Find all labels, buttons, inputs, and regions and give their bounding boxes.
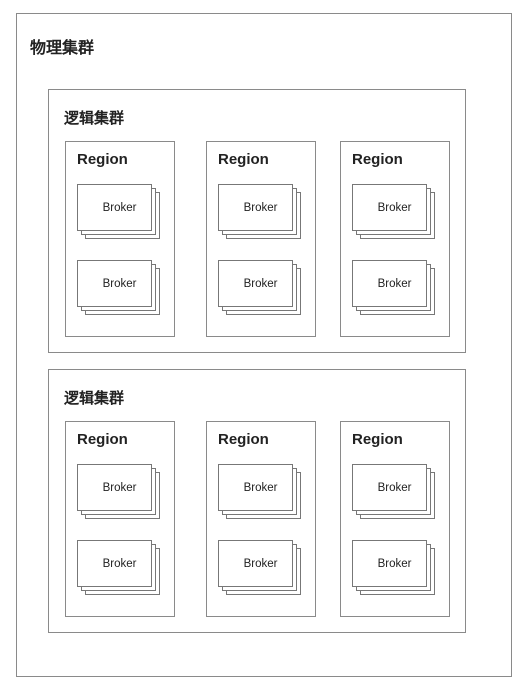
- broker-label: Broker: [377, 277, 412, 290]
- region-title: Region: [77, 151, 128, 168]
- broker-label: Broker: [102, 277, 137, 290]
- broker-label: Broker: [102, 557, 137, 570]
- broker-card: Broker: [77, 184, 152, 231]
- broker-stack: Broker: [352, 464, 440, 526]
- physical-cluster-title: 物理集群: [30, 38, 95, 57]
- broker-label: Broker: [243, 277, 278, 290]
- broker-label: Broker: [377, 557, 412, 570]
- broker-label: Broker: [243, 201, 278, 214]
- broker-stack: Broker: [77, 260, 165, 322]
- region-title: Region: [352, 431, 403, 448]
- broker-card: Broker: [77, 260, 152, 307]
- region-title: Region: [218, 151, 269, 168]
- broker-label: Broker: [102, 481, 137, 494]
- broker-stack: Broker: [218, 540, 306, 602]
- broker-label: Broker: [243, 481, 278, 494]
- broker-label: Broker: [243, 557, 278, 570]
- broker-stack: Broker: [218, 184, 306, 246]
- broker-stack: Broker: [77, 184, 165, 246]
- broker-card: Broker: [352, 540, 427, 587]
- broker-stack: Broker: [352, 540, 440, 602]
- broker-stack: Broker: [352, 260, 440, 322]
- broker-card: Broker: [218, 464, 293, 511]
- broker-card: Broker: [218, 540, 293, 587]
- broker-stack: Broker: [77, 540, 165, 602]
- region-title: Region: [352, 151, 403, 168]
- broker-card: Broker: [77, 540, 152, 587]
- broker-stack: Broker: [218, 464, 306, 526]
- broker-label: Broker: [377, 201, 412, 214]
- broker-stack: Broker: [352, 184, 440, 246]
- broker-label: Broker: [377, 481, 412, 494]
- broker-stack: Broker: [77, 464, 165, 526]
- broker-card: Broker: [352, 464, 427, 511]
- broker-stack: Broker: [218, 260, 306, 322]
- broker-card: Broker: [352, 260, 427, 307]
- region-title: Region: [218, 431, 269, 448]
- region-title: Region: [77, 431, 128, 448]
- logical-cluster-title: 逻辑集群: [64, 389, 125, 407]
- logical-cluster-title: 逻辑集群: [64, 109, 125, 127]
- broker-card: Broker: [77, 464, 152, 511]
- broker-card: Broker: [352, 184, 427, 231]
- broker-card: Broker: [218, 184, 293, 231]
- broker-label: Broker: [102, 201, 137, 214]
- broker-card: Broker: [218, 260, 293, 307]
